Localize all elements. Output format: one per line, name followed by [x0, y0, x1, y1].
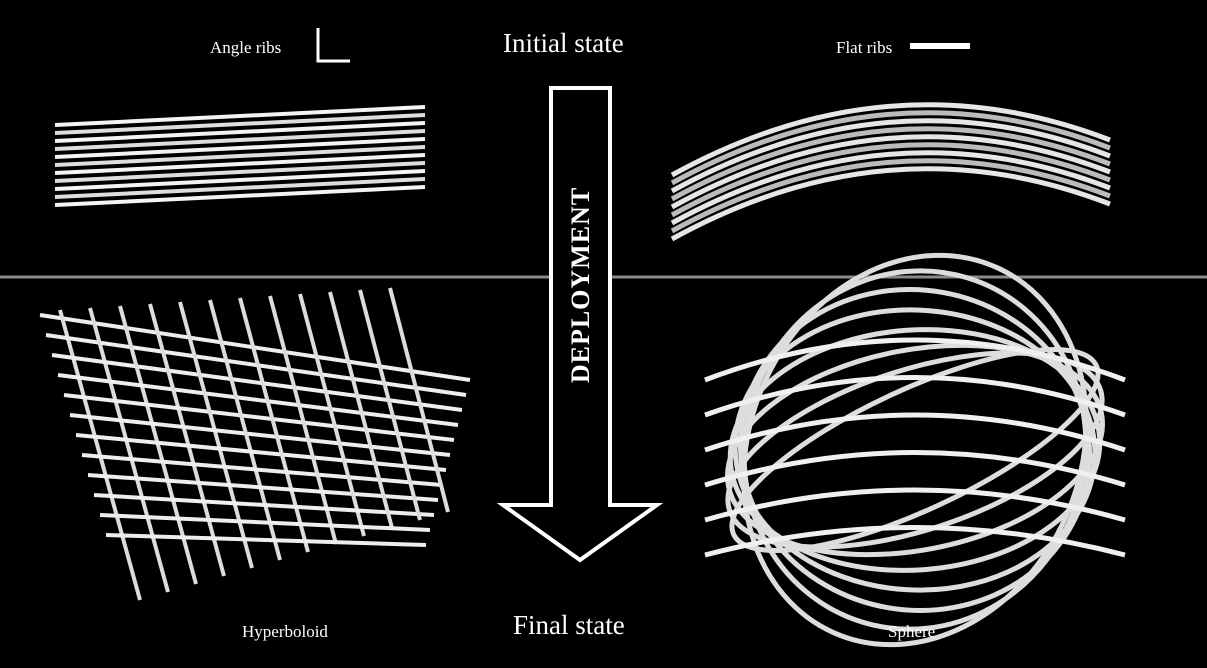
rib — [99, 513, 431, 532]
rib — [388, 287, 450, 513]
rib — [54, 137, 426, 159]
rib — [63, 393, 455, 442]
rib — [704, 337, 1126, 383]
rib — [81, 453, 443, 487]
rib — [725, 342, 1105, 558]
angle-ribs-label: Angle ribs — [210, 38, 282, 57]
rib — [54, 105, 426, 127]
rib — [704, 412, 1126, 453]
rib — [670, 118, 1111, 194]
rib — [54, 121, 426, 143]
angle-ribs-initial-photo — [54, 105, 426, 207]
rib — [729, 346, 1101, 554]
rib — [69, 413, 451, 457]
deployment-label: DEPLOYMENT — [566, 186, 595, 384]
rib — [238, 297, 310, 553]
rib — [148, 303, 226, 577]
flat-ribs-initial-photo — [670, 102, 1111, 242]
rib — [670, 102, 1111, 178]
deployment-arrow — [496, 86, 664, 563]
rib — [105, 533, 427, 547]
hyperboloid-label: Hyperboloid — [242, 622, 328, 641]
rib — [670, 142, 1111, 218]
rib — [208, 299, 282, 561]
rib — [704, 525, 1126, 558]
rib — [54, 113, 426, 135]
rib — [54, 145, 426, 167]
rib — [670, 126, 1111, 202]
sphere-photo — [704, 252, 1126, 648]
rib — [670, 158, 1111, 234]
rib — [54, 153, 426, 175]
hyperboloid-photo — [39, 287, 471, 601]
rib — [75, 433, 447, 472]
rib — [670, 110, 1111, 186]
rib — [268, 295, 338, 545]
rib — [670, 134, 1111, 210]
rib — [51, 353, 463, 412]
rib — [704, 487, 1126, 523]
rib — [93, 493, 435, 517]
rib — [358, 289, 422, 521]
flat-rib-icon — [910, 43, 970, 49]
initial-state-label: Initial state — [503, 28, 624, 58]
rib — [741, 268, 1089, 632]
rib — [54, 169, 426, 191]
rib — [178, 301, 254, 569]
rib — [328, 291, 394, 529]
rib — [670, 166, 1111, 242]
sphere-label: Sphere — [888, 622, 936, 641]
rib — [54, 185, 426, 207]
rib — [670, 150, 1111, 226]
rib — [704, 450, 1126, 488]
rib — [727, 327, 1103, 573]
rib — [54, 161, 426, 183]
rib — [88, 307, 170, 593]
rib — [298, 293, 366, 537]
rib — [54, 129, 426, 151]
rib — [741, 252, 1089, 648]
rib — [87, 473, 439, 502]
rib — [737, 287, 1093, 613]
rib — [54, 177, 426, 199]
flat-ribs-label: Flat ribs — [836, 38, 893, 57]
angle-rib-icon — [316, 28, 350, 63]
final-state-label: Final state — [513, 610, 625, 640]
rib — [704, 375, 1126, 418]
